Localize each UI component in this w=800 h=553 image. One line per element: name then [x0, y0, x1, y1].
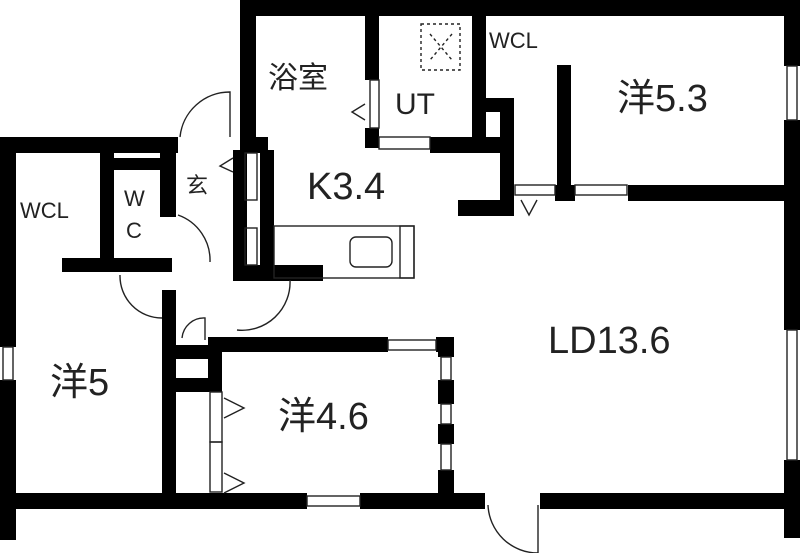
room-label-entrance: 玄: [186, 173, 209, 198]
room-label-wcl-left: WCL: [20, 198, 69, 223]
room-label-wc-c: C: [126, 218, 142, 243]
room-label-western-4-6: 洋4.6: [278, 396, 369, 438]
room-label-western-5-3: 洋5.3: [617, 78, 708, 120]
room-label-ld: LD13.6: [548, 320, 671, 362]
room-label-kitchen: K3.4: [307, 166, 386, 208]
room-label-bath: 浴室: [268, 62, 328, 95]
walls: [0, 0, 800, 540]
washer-space: [420, 23, 461, 71]
room-label-wcl-top: WCL: [489, 28, 538, 53]
room-label-ut: UT: [395, 88, 435, 121]
room-label-western-5: 洋5: [50, 362, 110, 404]
room-label-wc-w: W: [124, 186, 145, 211]
fixtures: [2, 65, 798, 553]
